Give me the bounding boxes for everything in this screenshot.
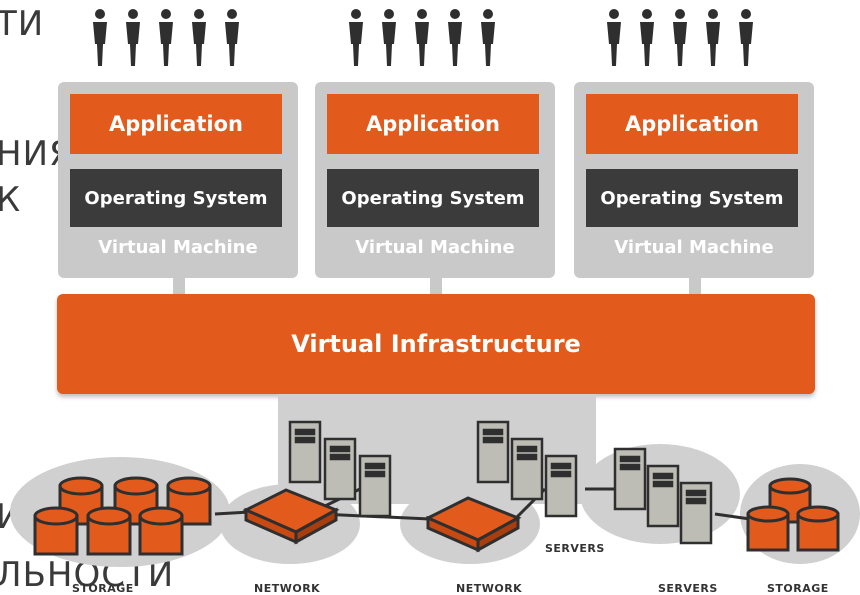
server-icon: [646, 464, 680, 528]
person-icon: [481, 9, 495, 66]
operating-system-box: Operating System: [70, 169, 282, 227]
slide-text-fragment-3: К: [0, 180, 22, 220]
storage-disk-icon: [746, 477, 840, 552]
users-group-3: [607, 9, 753, 66]
virtual-machine-label: Virtual Machine: [614, 237, 774, 258]
virtual-machine-1: Application Operating System Virtual Mac…: [58, 82, 298, 278]
application-box: Application: [70, 94, 282, 154]
virtual-machine-3: Application Operating System Virtual Mac…: [574, 82, 814, 278]
virtual-machine-2: Application Operating System Virtual Mac…: [315, 82, 555, 278]
virtual-machine-label: Virtual Machine: [98, 237, 258, 258]
person-icon: [192, 9, 206, 66]
server-icon: [323, 437, 357, 501]
person-icon: [640, 9, 654, 66]
person-icon: [349, 9, 363, 66]
hardware-layer: [10, 420, 860, 567]
storage-right-label: STORAGE: [767, 582, 829, 595]
network-left-label: NETWORK: [254, 582, 321, 595]
person-icon: [607, 9, 621, 66]
operating-system-box: Operating System: [586, 169, 798, 227]
person-icon: [673, 9, 687, 66]
servers-right-label: SERVERS: [658, 582, 718, 595]
servers-mid-label: SERVERS: [545, 542, 605, 555]
person-icon: [739, 9, 753, 66]
slide-text-fragment-1: ТИ: [0, 4, 45, 44]
network-switch-icon: [242, 488, 340, 545]
server-icon: [679, 481, 713, 545]
application-box: Application: [327, 94, 539, 154]
person-icon: [382, 9, 396, 66]
person-icon: [415, 9, 429, 66]
person-icon: [159, 9, 173, 66]
person-icon: [225, 9, 239, 66]
person-icon: [93, 9, 107, 66]
operating-system-box: Operating System: [327, 169, 539, 227]
person-icon: [706, 9, 720, 66]
storage-disk-icon: [33, 476, 212, 556]
network-mid-label: NETWORK: [456, 582, 523, 595]
server-icon: [613, 447, 647, 511]
server-icon: [544, 454, 578, 518]
users-group-1: [93, 9, 239, 66]
application-box: Application: [586, 94, 798, 154]
server-icon: [358, 454, 392, 518]
server-icon: [510, 437, 544, 501]
server-icon: [476, 420, 510, 484]
users-group-2: [349, 9, 495, 66]
virtual-machine-label: Virtual Machine: [355, 237, 515, 258]
network-switch-icon: [424, 496, 522, 553]
person-icon: [126, 9, 140, 66]
storage-left-label: STORAGE: [72, 582, 134, 595]
virtual-infrastructure-bar: Virtual Infrastructure: [57, 294, 815, 394]
server-icon: [288, 420, 322, 484]
person-icon: [448, 9, 462, 66]
